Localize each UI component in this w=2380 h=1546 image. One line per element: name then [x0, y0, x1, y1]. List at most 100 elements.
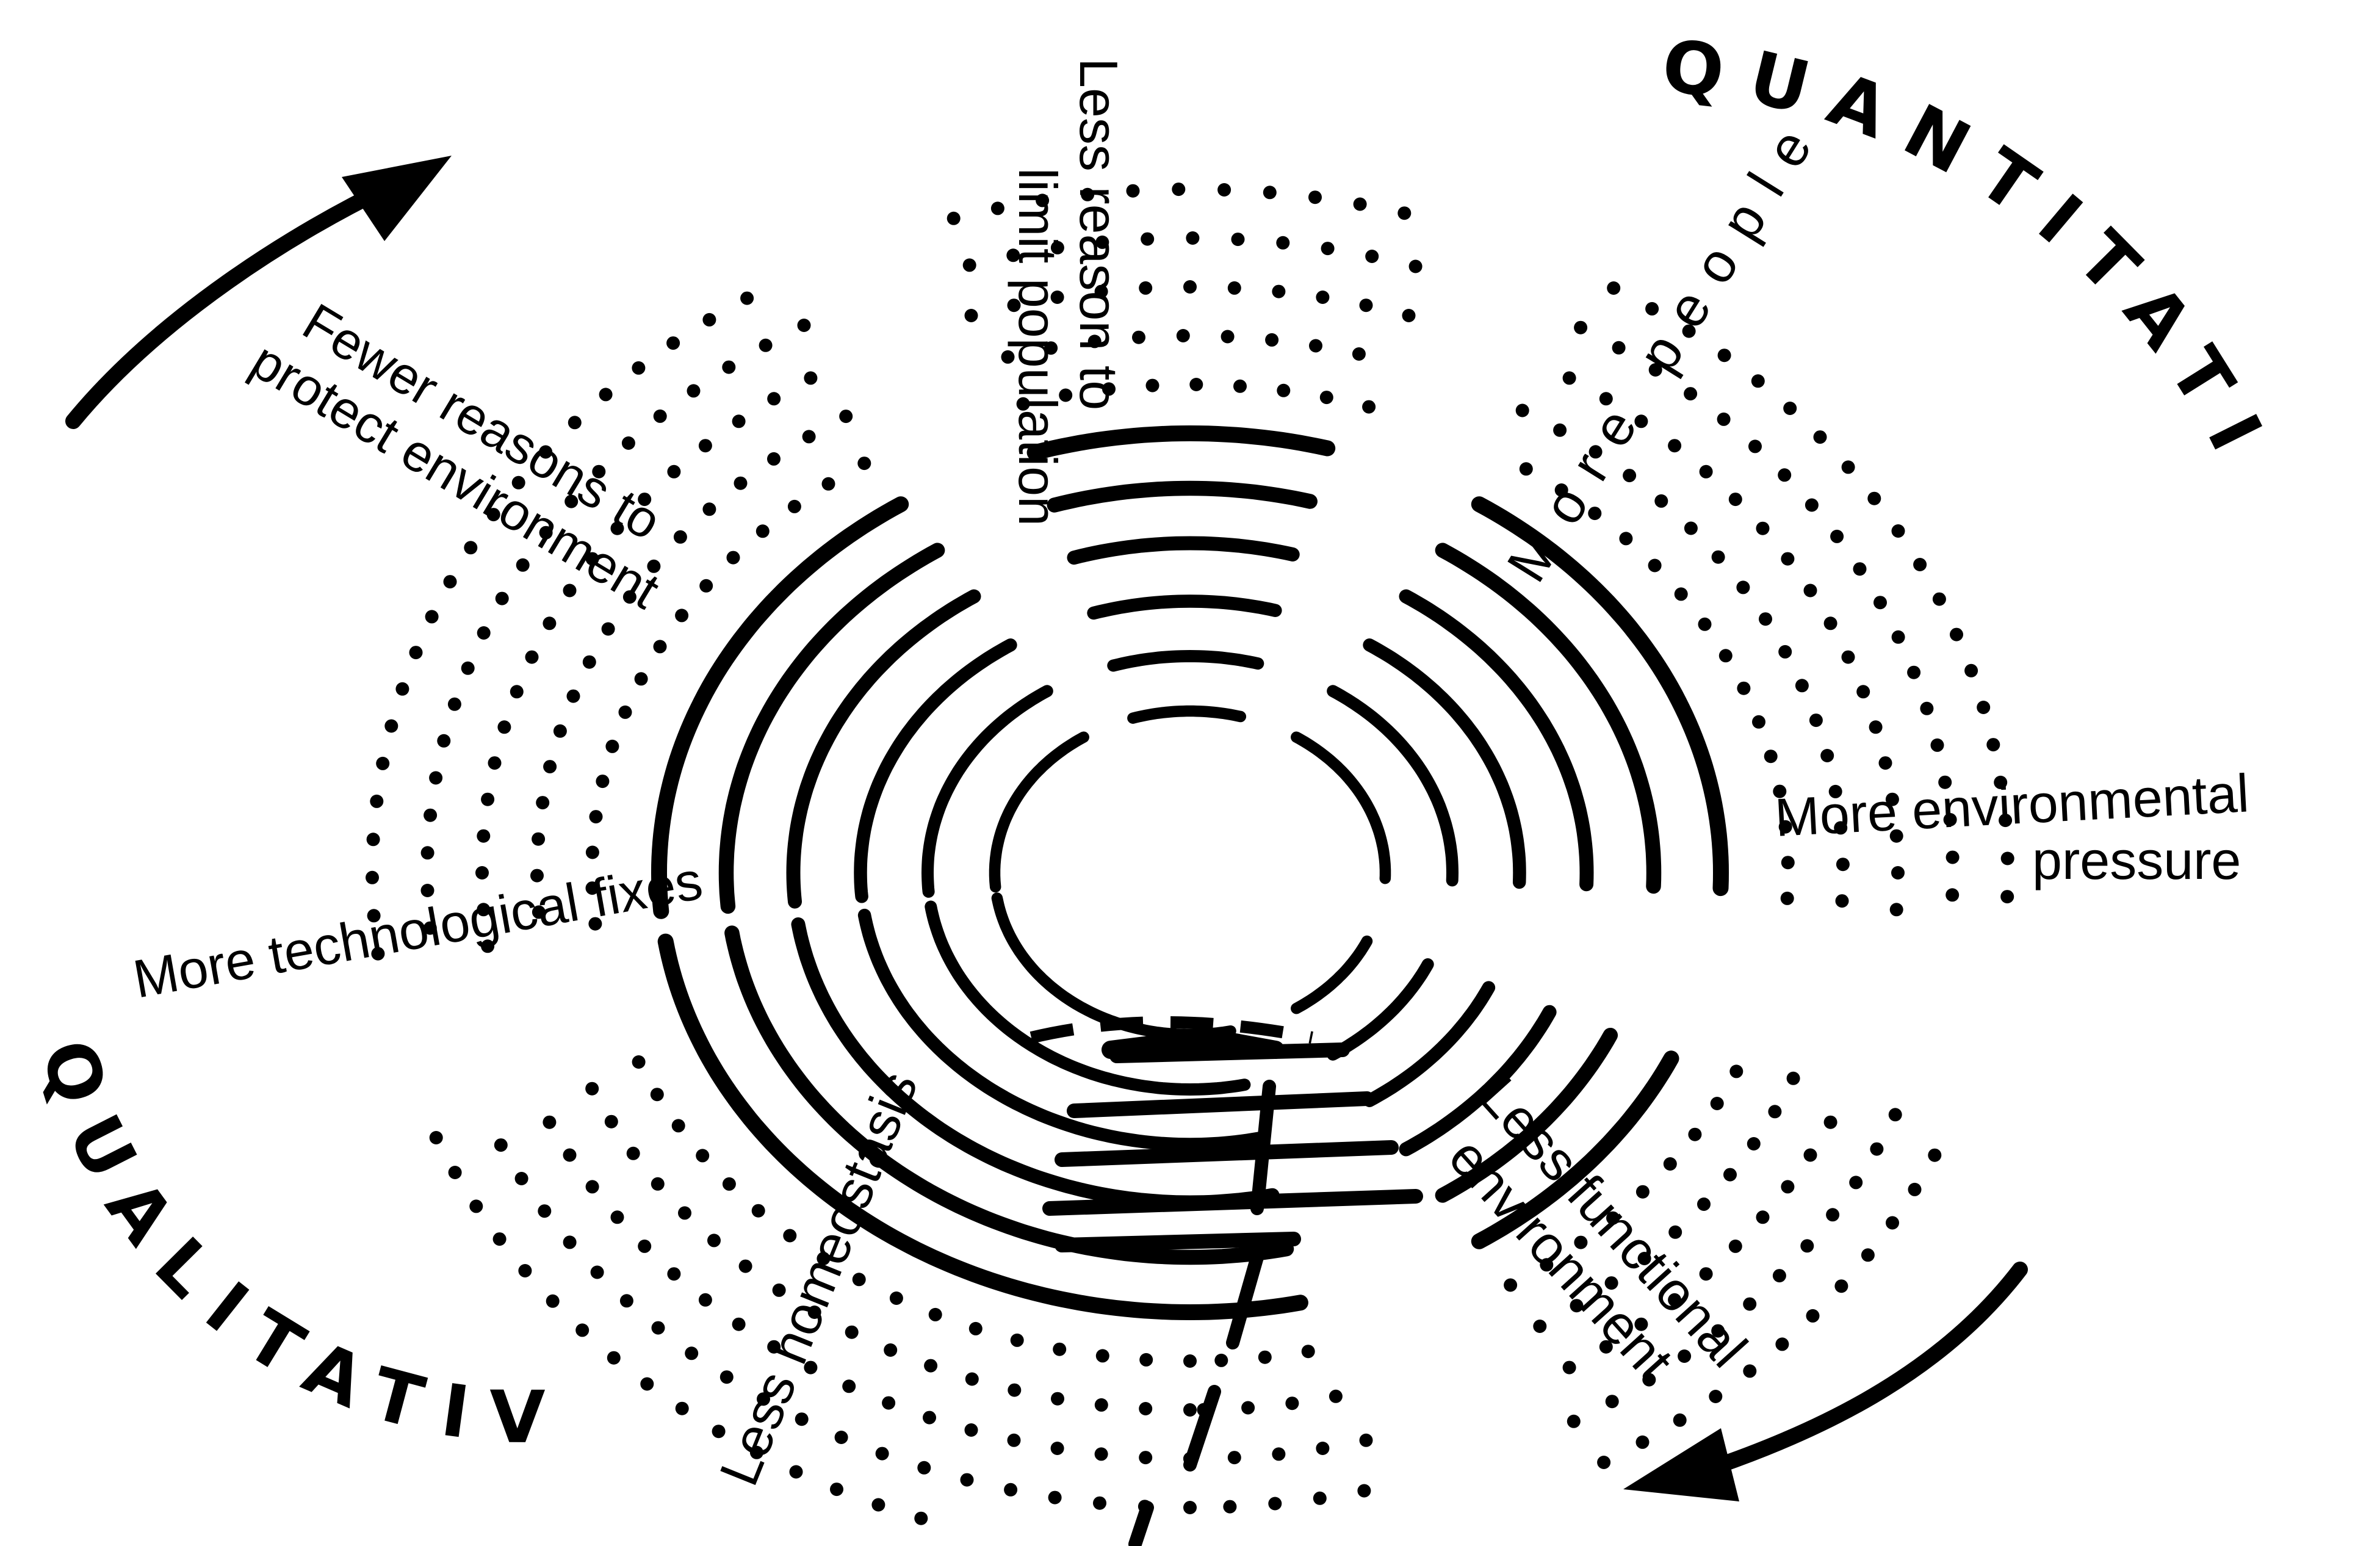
- ring-dot: [1743, 1364, 1757, 1378]
- ring-dot: [511, 475, 525, 489]
- ring-dot: [447, 697, 461, 711]
- ring-dot: [821, 477, 835, 491]
- ring-dot: [1841, 460, 1855, 474]
- fewer-reasons-label: Fewer reasons to protect environment: [241, 292, 671, 620]
- ring-dot: [1081, 187, 1095, 201]
- ring-dot: [875, 1447, 889, 1461]
- ring-dot: [1233, 379, 1247, 393]
- ring-dot: [1007, 298, 1021, 312]
- ring-dot: [783, 1229, 797, 1243]
- ring-dot: [1945, 888, 1960, 902]
- ring-dot: [1778, 820, 1792, 834]
- ring-dot: [1678, 1349, 1692, 1363]
- ring-dot: [1870, 1142, 1884, 1156]
- ring-dot: [807, 1306, 821, 1319]
- ring-dot: [839, 410, 853, 424]
- ring-dot: [1006, 248, 1020, 262]
- ring-dot: [667, 464, 681, 479]
- ring-dot: [767, 1340, 781, 1354]
- ring-dot: [1139, 1451, 1153, 1465]
- ring-dot: [1964, 663, 1978, 677]
- ring-dot: [653, 640, 667, 654]
- ring-dot: [1605, 1395, 1619, 1409]
- ring-dot: [532, 905, 546, 919]
- ring-dot: [817, 1252, 831, 1266]
- ring-dash: [1291, 935, 1373, 1014]
- ring-dot: [1736, 580, 1750, 594]
- ring-dot: [588, 917, 602, 931]
- ring-dot: [852, 1273, 866, 1287]
- ring-dot: [1748, 439, 1762, 453]
- ring-dot: [650, 1088, 664, 1102]
- ring-dot: [917, 1461, 931, 1475]
- arrowhead-icon: [342, 156, 452, 241]
- dashed-inner-rings: [651, 425, 1729, 1321]
- ring-dash: [1087, 594, 1282, 620]
- more-people-label: More people: [1495, 101, 1834, 593]
- ring-dot: [1050, 1442, 1064, 1455]
- ring-dot: [425, 610, 439, 624]
- ring-dot: [719, 1370, 734, 1384]
- ring-dot: [1139, 1353, 1153, 1367]
- ring-dot: [789, 1465, 803, 1479]
- funnel-line: [1055, 1232, 1301, 1252]
- ring-dot: [638, 1239, 652, 1253]
- ring-dot: [1263, 186, 1277, 200]
- ring-dot: [553, 724, 567, 738]
- ring-dot: [1397, 206, 1412, 220]
- ring-dot: [592, 464, 606, 479]
- ring-dot: [802, 430, 816, 444]
- ring-dot: [772, 1283, 786, 1297]
- ring-dot: [1189, 378, 1203, 391]
- ring-dot: [1891, 524, 1905, 538]
- ring-dash: [1471, 1050, 1679, 1249]
- ring-dot: [607, 1351, 621, 1365]
- ring-dot: [1102, 382, 1116, 396]
- ring-dash: [925, 900, 1251, 1096]
- ring-dash: [1327, 958, 1434, 1061]
- ring-dash: [724, 925, 1294, 1265]
- ring-dot: [1977, 701, 1991, 714]
- ring-dot: [1764, 750, 1778, 764]
- ring-dot: [947, 211, 961, 225]
- ring-dot: [1710, 1097, 1724, 1110]
- ring-dot: [726, 551, 740, 565]
- ring-dot: [1604, 1276, 1618, 1290]
- ring-dot: [1751, 374, 1765, 388]
- ring-dot: [722, 360, 736, 374]
- ring-dot: [495, 591, 509, 605]
- ring-dot: [965, 1372, 979, 1386]
- ring-dot: [563, 583, 577, 598]
- ring-dot: [610, 521, 624, 535]
- ring-dot: [1907, 665, 1921, 679]
- ring-dot: [732, 414, 746, 428]
- ring-dot: [1059, 388, 1073, 402]
- ring-dot: [536, 796, 550, 810]
- ring-dot: [1145, 378, 1159, 392]
- ring-dot: [1891, 866, 1905, 880]
- ring-dot: [1668, 1293, 1682, 1307]
- ring-dot: [1834, 821, 1848, 835]
- ring-dot: [990, 201, 1004, 215]
- ring-dot: [1642, 1373, 1656, 1387]
- funnel-line: [1055, 1140, 1399, 1167]
- ring-dot: [366, 833, 380, 847]
- ring-dot: [1272, 1447, 1286, 1461]
- ring-dot: [1095, 1349, 1109, 1363]
- ring-dash: [786, 589, 981, 909]
- ring-dot: [585, 845, 599, 859]
- ring-dot: [514, 1172, 528, 1185]
- ring-dot: [914, 1511, 928, 1525]
- ring-dot: [882, 1396, 896, 1410]
- ring-dot: [834, 1431, 848, 1444]
- ring-dot: [1828, 784, 1842, 798]
- ring-dot: [964, 1423, 978, 1437]
- ring-dot: [1888, 1108, 1902, 1122]
- ring-dot: [666, 336, 680, 350]
- ring-dot: [1094, 1447, 1108, 1461]
- ring-dot: [667, 1267, 681, 1281]
- circular-arrow-lower-right: [1623, 1262, 2028, 1501]
- arrowhead-icon: [1623, 1428, 1739, 1501]
- ring-dot: [722, 1177, 736, 1191]
